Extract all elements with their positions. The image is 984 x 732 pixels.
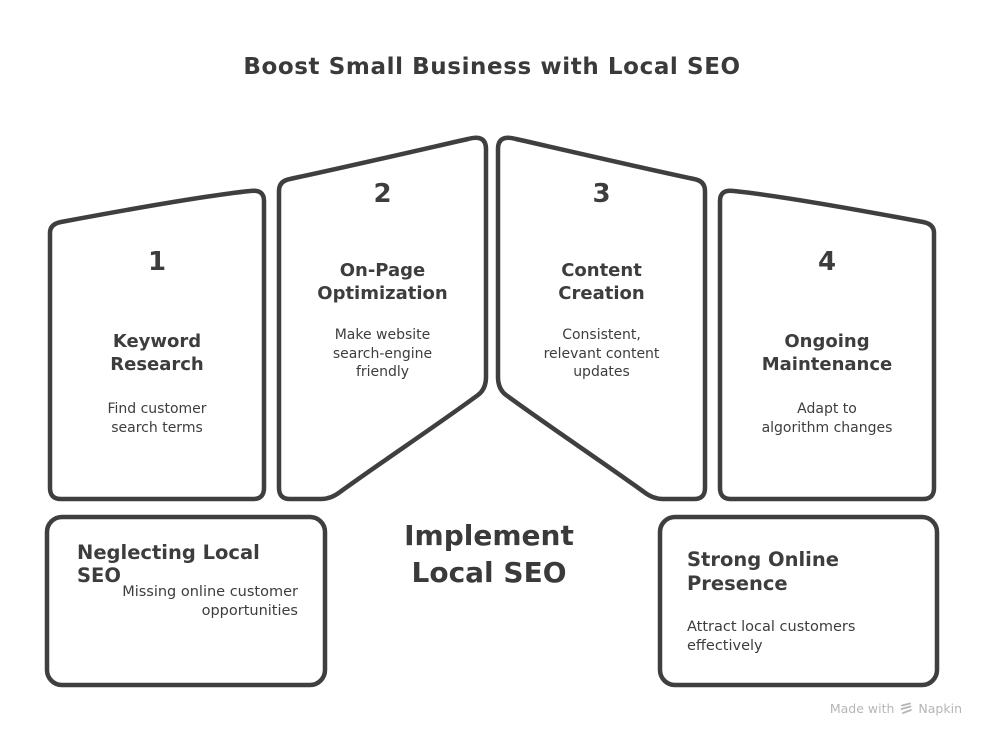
napkin-logo-icon [899,702,913,715]
step-1-heading: Keyword Research [110,331,204,375]
step-3-number: 3 [592,179,611,209]
step-1-description: Find customer search terms [107,401,207,436]
benefit-box-description: Attract local customers effectively [687,619,856,654]
watermark-prefix: Made with [829,701,895,716]
step-2-description: Make website search-engine friendly [332,327,433,380]
watermark: Made with Napkin [830,701,962,716]
step-2-heading: On-Page Optimization [317,260,448,304]
panel-4-shape [717,188,937,502]
pitfall-box-description: Missing online customer opportunities [122,584,298,619]
step-1-number: 1 [147,247,167,277]
watermark-brand: Napkin [918,701,962,716]
center-label: Implement Local SEO [404,519,574,589]
step-2-number: 2 [373,179,392,209]
step-3-heading: Content Creation [558,260,645,304]
benefit-box-shape [657,514,940,688]
page-title: Boost Small Business with Local SEO [243,54,741,80]
benefit-box-title: Strong Online Presence [687,548,839,595]
step-4-description: Adapt to algorithm changes [761,401,893,436]
panel-2-shape [276,135,489,502]
step-4-number: 4 [817,247,837,277]
step-4-heading: Ongoing Maintenance [761,331,893,375]
pitfall-box-title: Neglecting Local SEO [77,541,260,587]
panel-3-shape [495,135,708,502]
step-3-description: Consistent, relevant content updates [543,327,660,380]
pitfall-box-shape [44,514,328,688]
panel-1-shape [47,188,267,502]
